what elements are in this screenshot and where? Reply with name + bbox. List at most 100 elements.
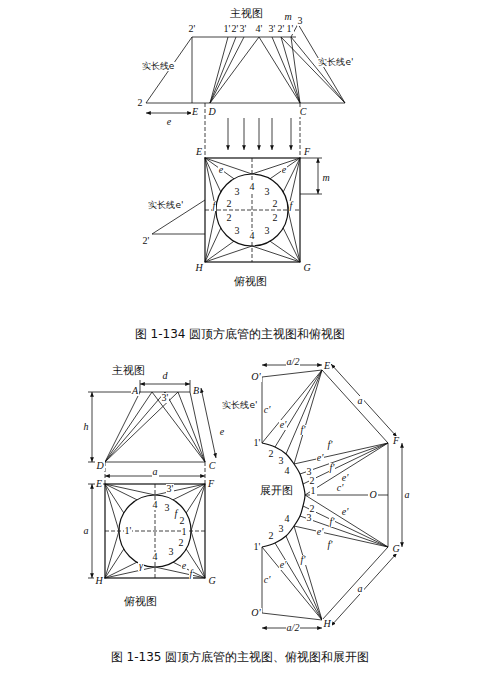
point-label: a/2	[286, 357, 301, 367]
drawing-line	[105, 392, 178, 462]
point-label: 2	[226, 199, 233, 209]
drawing-line	[300, 516, 388, 547]
drawing-line	[270, 241, 300, 262]
drawing-line	[252, 158, 300, 174]
point-label: c'	[336, 483, 345, 493]
drawing-line	[105, 567, 155, 578]
drawing-line	[291, 37, 345, 103]
drawing-line	[205, 210, 216, 262]
view-label: 实长线e'	[317, 58, 354, 67]
dimension-line	[201, 388, 216, 458]
point-label: H	[94, 576, 103, 586]
drawing-line	[205, 158, 221, 192]
point-label: a	[357, 584, 364, 594]
drawing-line	[275, 370, 322, 447]
point-label: F	[303, 147, 311, 157]
drawing-line	[288, 210, 300, 262]
drawing-line	[275, 543, 322, 620]
view-label: 展开图	[259, 485, 294, 496]
drawing-line	[105, 531, 119, 578]
point-label: E	[191, 107, 199, 117]
point-label: C	[208, 461, 217, 471]
point-label: d	[162, 371, 169, 381]
point-label: c'	[263, 405, 272, 415]
drawing-line	[286, 370, 322, 454]
drawing-line	[322, 370, 388, 443]
point-label: 3	[278, 524, 285, 534]
point-label: m	[321, 173, 330, 183]
point-label: 1	[310, 486, 317, 496]
drawing-line	[262, 370, 322, 443]
point-label: E	[195, 147, 203, 157]
drawing-line	[173, 562, 205, 578]
point-label: f	[289, 201, 294, 211]
pipe-circle	[216, 174, 288, 246]
dimension-line	[140, 384, 190, 385]
point-label: 4	[249, 231, 256, 241]
point-label: f'	[300, 425, 307, 435]
drawing-line	[105, 392, 165, 462]
center-line	[105, 531, 205, 532]
point-label: H	[194, 263, 203, 273]
drawing-line	[210, 37, 259, 103]
point-label: e	[219, 427, 225, 437]
drawing-line	[190, 380, 191, 392]
drawing-line	[262, 613, 322, 620]
drawing-line	[140, 380, 141, 392]
point-label: f	[189, 569, 194, 579]
point-label: H	[322, 619, 331, 629]
point-label: γ	[138, 561, 144, 571]
center-line	[155, 484, 156, 578]
drawing-line	[192, 37, 193, 103]
point-label: E	[95, 479, 103, 489]
point-label: a/2	[286, 623, 301, 633]
drawing-line	[303, 506, 388, 547]
drawing-line	[286, 536, 322, 620]
drawing-line	[210, 37, 236, 103]
point-label: 2	[268, 531, 275, 541]
point-label: a	[152, 467, 159, 477]
drawing-line	[252, 246, 300, 262]
center-line	[105, 462, 106, 484]
drawing-line	[105, 484, 119, 531]
point-label: 4	[284, 466, 291, 476]
point-label: 1	[181, 527, 188, 537]
dimension-line	[318, 158, 319, 194]
point-label: 4'	[255, 24, 264, 34]
drawing-line	[259, 37, 300, 103]
view-label: 主视图	[111, 365, 146, 376]
drawing-line	[191, 484, 205, 531]
center-line	[105, 103, 300, 578]
point-label: D	[207, 107, 216, 117]
point-label: f'	[327, 440, 334, 450]
point-label: 3	[297, 16, 304, 26]
drawing-line	[210, 37, 228, 103]
point-label: 2	[178, 538, 185, 548]
point-label: e'	[341, 473, 350, 483]
drawing-line	[105, 549, 124, 578]
point-label: G	[207, 576, 216, 586]
point-label: C	[299, 107, 308, 117]
drawing-line	[155, 484, 205, 495]
drawing-line	[300, 443, 388, 474]
drawing-line	[152, 234, 205, 235]
point-label: c'	[263, 575, 272, 585]
drawing-line	[205, 158, 252, 174]
dimension-line	[331, 364, 397, 437]
point-label: e'	[316, 453, 325, 463]
point-label: B	[192, 386, 200, 396]
point-label: 2'	[142, 236, 151, 246]
projection-arrow	[259, 118, 260, 150]
point-label: 2	[268, 449, 275, 459]
drawing-line	[88, 24, 388, 620]
point-label: f'	[327, 540, 334, 550]
point-label: A	[131, 386, 139, 396]
point-label: 3	[234, 226, 241, 236]
drawing-line	[294, 526, 322, 620]
view-label: 俯视图	[233, 276, 268, 287]
dimension-line	[92, 484, 93, 578]
point-label: 3	[264, 187, 271, 197]
point-label: 3'	[161, 393, 170, 403]
point-label: 2	[272, 213, 279, 223]
dimension-line	[146, 113, 192, 114]
